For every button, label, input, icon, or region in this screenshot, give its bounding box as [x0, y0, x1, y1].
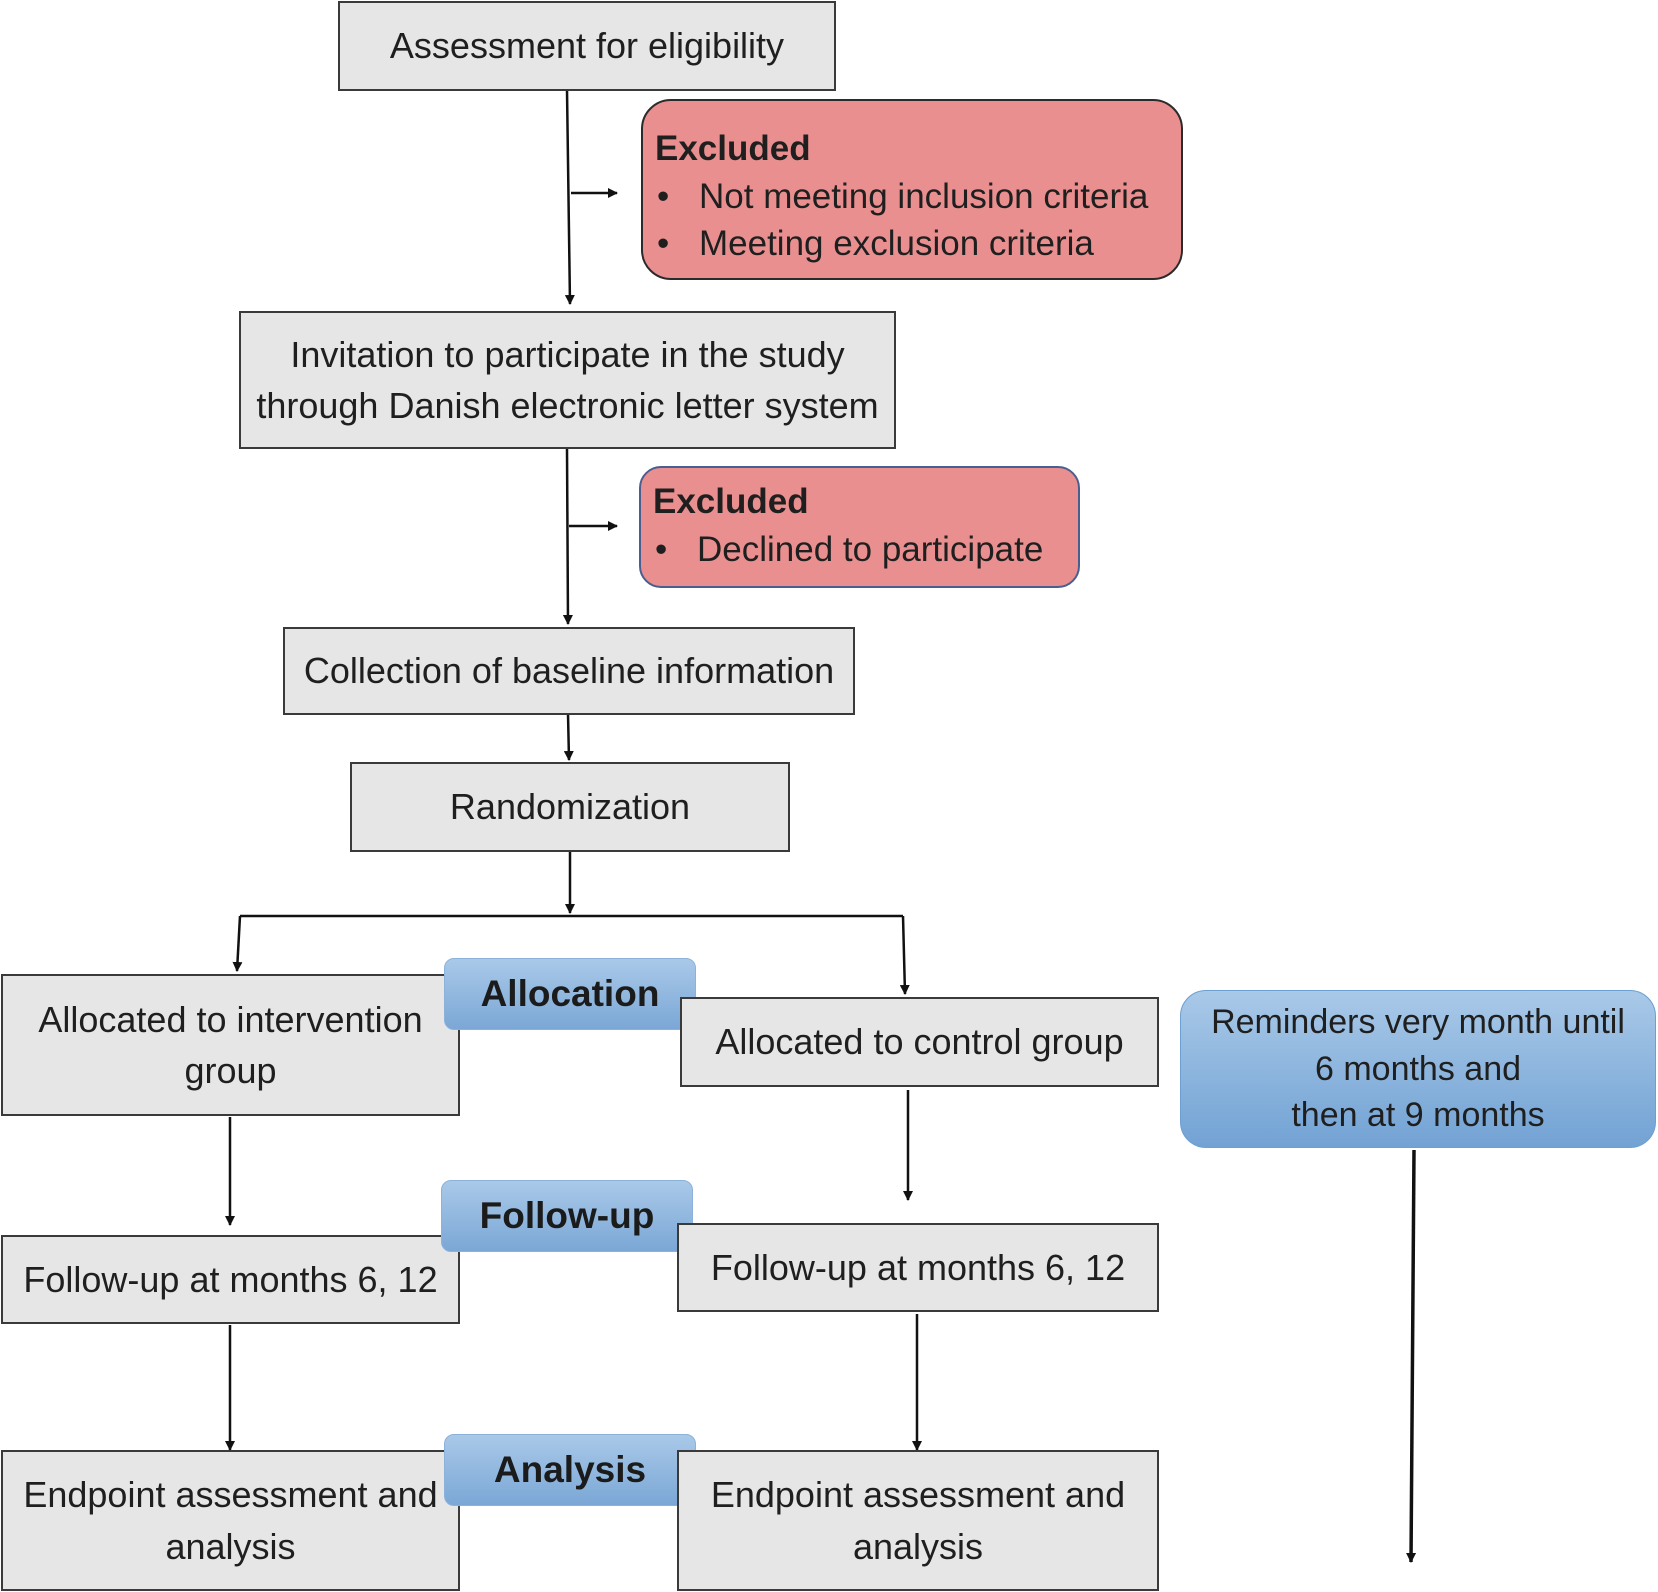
arrow-invitation-to-baseline	[562, 448, 573, 625]
arrow-baseline-to-randomization	[563, 713, 574, 761]
arrow-eligibility-to-invitation	[564, 89, 575, 305]
excluded-box-1: Excluded Not meeting inclusion criteria …	[641, 99, 1183, 280]
reminder-text-line2: 6 months and	[1314, 1049, 1522, 1088]
arrow-reminder-down	[1406, 1149, 1417, 1563]
endpoint-left-text-line1: Endpoint assessment and	[23, 1474, 438, 1516]
endpoint-right-text-line1: Endpoint assessment and	[710, 1474, 1126, 1516]
stage-label-allocation: Allocation	[444, 958, 696, 1030]
reminder-text-line1: Reminders very month until	[1211, 1002, 1625, 1041]
randomization-text: Randomization	[449, 786, 691, 828]
invitation-text-line1: Invitation to participate in the study	[290, 333, 845, 375]
followup-left-box: Follow-up at months 6, 12	[1, 1235, 460, 1324]
arrow-split-to-control	[899, 915, 910, 995]
reminder-text-line3: then at 9 months	[1291, 1096, 1545, 1135]
intervention-text-line1: Allocated to intervention	[38, 998, 423, 1040]
invitation-text-line2: through Danish electronic letter system	[256, 385, 879, 426]
excluded-1-item: Not meeting inclusion criteria	[655, 173, 1169, 221]
endpoint-left-box: Endpoint assessment and analysis	[1, 1450, 460, 1591]
intervention-box: Allocated to intervention group	[1, 974, 460, 1116]
excluded-1-title: Excluded	[655, 129, 811, 168]
followup-right-text: Follow-up at months 6, 12	[710, 1246, 1126, 1288]
excluded-2-title: Excluded	[653, 482, 809, 521]
intervention-text-line2: group	[184, 1050, 277, 1091]
randomization-box: Randomization	[350, 762, 790, 852]
stage-label-followup: Follow-up	[441, 1180, 693, 1252]
excluded-1-item: Meeting exclusion criteria	[655, 220, 1169, 268]
endpoint-right-text-line2: analysis	[852, 1525, 984, 1567]
followup-right-box: Follow-up at months 6, 12	[677, 1223, 1159, 1312]
control-text: Allocated to control group	[715, 1021, 1124, 1063]
control-box: Allocated to control group	[680, 997, 1159, 1087]
endpoint-right-box: Endpoint assessment and analysis	[677, 1450, 1159, 1591]
stage-label-analysis: Analysis	[444, 1434, 696, 1506]
baseline-text: Collection of baseline information	[303, 650, 835, 692]
excluded-box-2: Excluded Declined to participate	[639, 466, 1080, 588]
reminder-box: Reminders very month until 6 months and …	[1180, 990, 1656, 1148]
endpoint-left-text-line2: analysis	[165, 1525, 296, 1567]
followup-left-text: Follow-up at months 6, 12	[23, 1258, 438, 1300]
arrow-split-to-intervention	[232, 915, 243, 972]
invitation-box: Invitation to participate in the study t…	[239, 311, 896, 449]
excluded-2-item: Declined to participate	[653, 526, 1066, 574]
baseline-box: Collection of baseline information	[283, 627, 855, 715]
eligibility-text: Assessment for eligibility	[389, 25, 785, 67]
eligibility-box: Assessment for eligibility	[338, 1, 836, 91]
